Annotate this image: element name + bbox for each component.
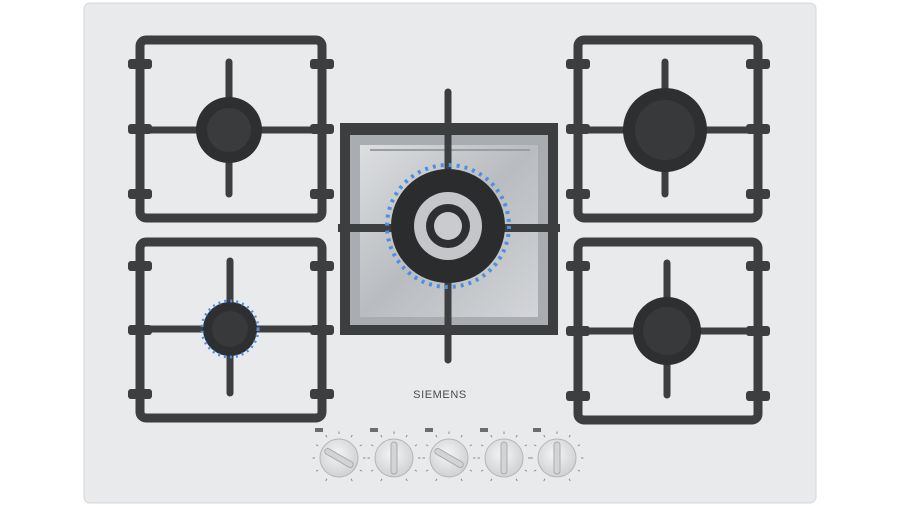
front-left-flame	[200, 299, 260, 359]
knob-1[interactable]	[312, 428, 366, 482]
knob-2[interactable]	[367, 428, 421, 482]
front-left-burner[interactable]	[203, 302, 257, 356]
knob-5[interactable]	[530, 428, 584, 482]
front-left-grate	[128, 237, 334, 423]
brand-logo: SIEMENS	[413, 389, 467, 401]
front-right-burner[interactable]	[633, 297, 701, 365]
rear-left-burner[interactable]	[196, 97, 262, 163]
knob-4[interactable]	[477, 428, 531, 482]
rear-right-burner[interactable]	[623, 88, 707, 172]
knob-3[interactable]	[422, 428, 476, 482]
center-wok-burner[interactable]	[385, 163, 511, 289]
